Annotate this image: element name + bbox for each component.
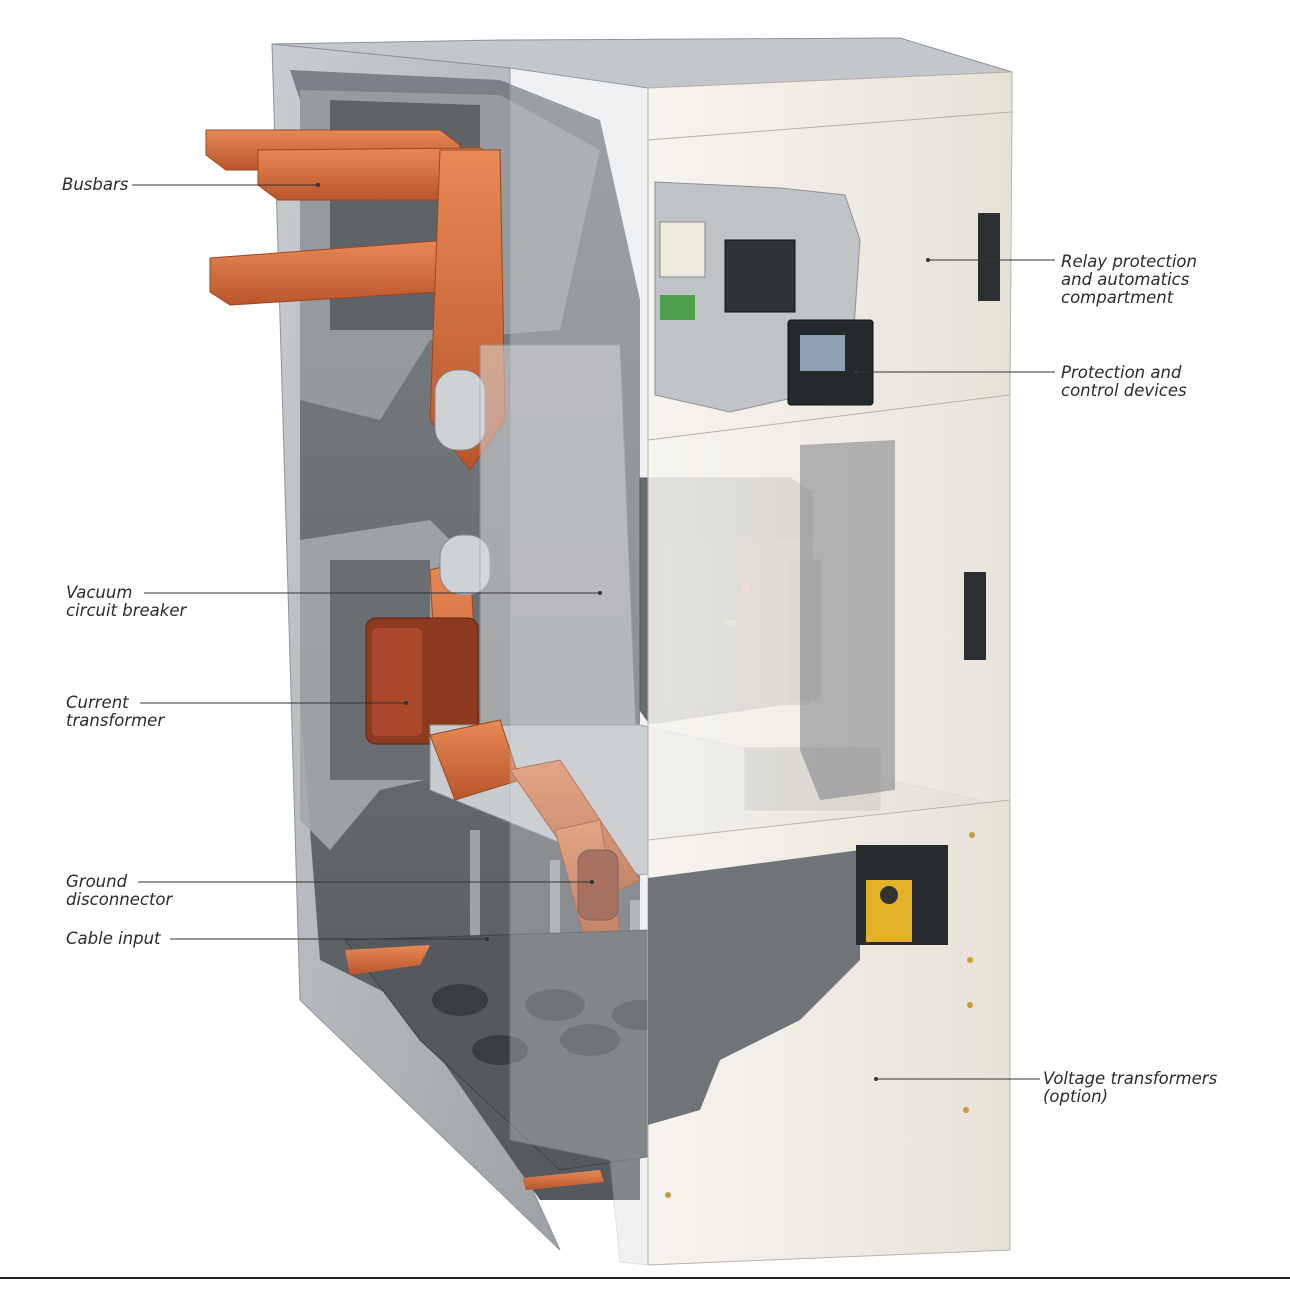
breaker-door-handle bbox=[964, 572, 986, 660]
upper-insulator bbox=[434, 369, 486, 451]
cable-input-rod-2 bbox=[550, 860, 560, 1000]
door-bolt bbox=[967, 957, 973, 963]
current-transformer-face bbox=[372, 628, 422, 736]
door-bolt bbox=[963, 1107, 969, 1113]
protection-device-screen bbox=[800, 335, 845, 371]
relay-control-unit bbox=[724, 239, 796, 313]
relay-door-handle bbox=[978, 213, 1000, 301]
cable-gland-5 bbox=[560, 1024, 620, 1056]
label-busbars: Busbars bbox=[62, 175, 129, 194]
ground-bar bbox=[345, 945, 430, 975]
label-relay-compartment: Relay protection and automatics compartm… bbox=[1061, 252, 1197, 307]
label-voltage-transformers: Voltage transformers (option) bbox=[1043, 1069, 1218, 1106]
front-panel-column bbox=[509, 67, 649, 1266]
breaker-door-cutout bbox=[800, 440, 895, 800]
cable-gland-4 bbox=[472, 1035, 528, 1065]
cable-gland-1 bbox=[432, 984, 488, 1016]
door-bolt bbox=[969, 832, 975, 838]
voltage-selector-knob bbox=[880, 886, 898, 904]
label-ground-disconnector: Ground disconnector bbox=[66, 872, 173, 909]
cable-gland-2 bbox=[525, 989, 585, 1021]
door-bolt bbox=[967, 1002, 973, 1008]
label-cable-input: Cable input bbox=[66, 929, 161, 948]
label-vacuum-breaker: Vacuum circuit breaker bbox=[66, 583, 187, 620]
cable-door-cutout bbox=[648, 850, 860, 1125]
ground-disconnector bbox=[577, 849, 619, 921]
label-protection-devices: Protection and control devices bbox=[1061, 363, 1187, 400]
door-bolt bbox=[665, 1192, 671, 1198]
relay-green-terminals bbox=[660, 295, 695, 320]
ground-bar-bottom bbox=[522, 1170, 604, 1190]
relay-terminal-blocks bbox=[659, 221, 706, 278]
label-current-transformer: Current transformer bbox=[66, 693, 165, 730]
cable-input-rod-1 bbox=[470, 830, 480, 990]
bottom-border-line bbox=[0, 1277, 1290, 1279]
